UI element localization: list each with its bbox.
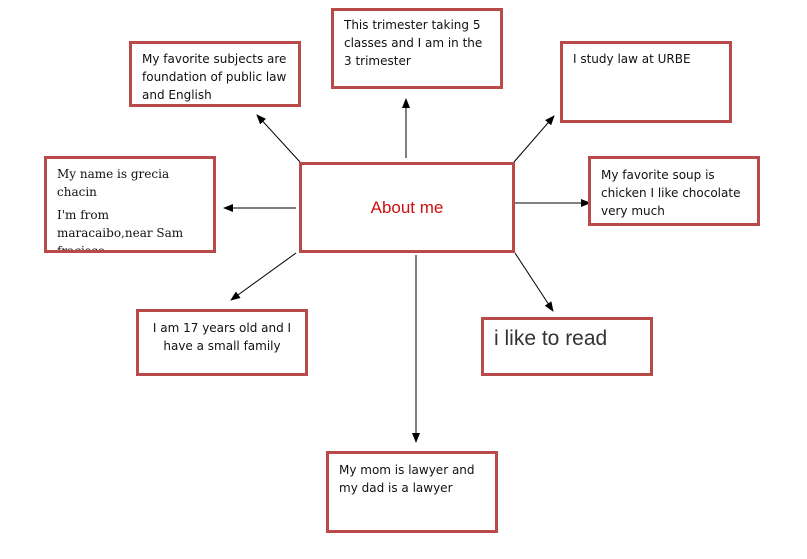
arrow-to-subjects [256, 114, 301, 163]
node-favorite-subjects: My favorite subjects are foundation of p… [129, 41, 301, 107]
arrow-to-age [230, 252, 297, 301]
node-trimester: This trimester taking 5 classes and I am… [331, 8, 503, 89]
node-like-to-read: i like to read [481, 317, 653, 376]
center-node: About me [299, 162, 515, 253]
node-name: My name is grecia chacin I'm from maraca… [44, 156, 216, 253]
arrow-to-read [514, 252, 554, 312]
node-text: My name is grecia chacin [57, 167, 170, 199]
node-age-family: I am 17 years old and I have a small fam… [136, 309, 308, 376]
arrow-to-urbe [513, 115, 555, 163]
node-text: This trimester taking 5 classes and I am… [344, 18, 483, 68]
node-text: My favorite soup is chicken I like choco… [601, 168, 741, 218]
node-study-law: I study law at URBE [560, 41, 732, 123]
node-text: I'm from maracaibo,near Sam fracisco. [57, 208, 184, 253]
node-favorite-soup: My favorite soup is chicken I like choco… [588, 156, 760, 226]
node-text: My mom is lawyer and my dad is a lawyer [339, 463, 475, 495]
node-text: i like to read [494, 327, 608, 350]
node-text: I study law at URBE [573, 52, 691, 66]
node-text: I am 17 years old and I have a small fam… [152, 321, 292, 353]
node-parents: My mom is lawyer and my dad is a lawyer [326, 451, 498, 533]
center-label: About me [370, 197, 444, 217]
node-text: My favorite subjects are foundation of p… [142, 52, 287, 102]
